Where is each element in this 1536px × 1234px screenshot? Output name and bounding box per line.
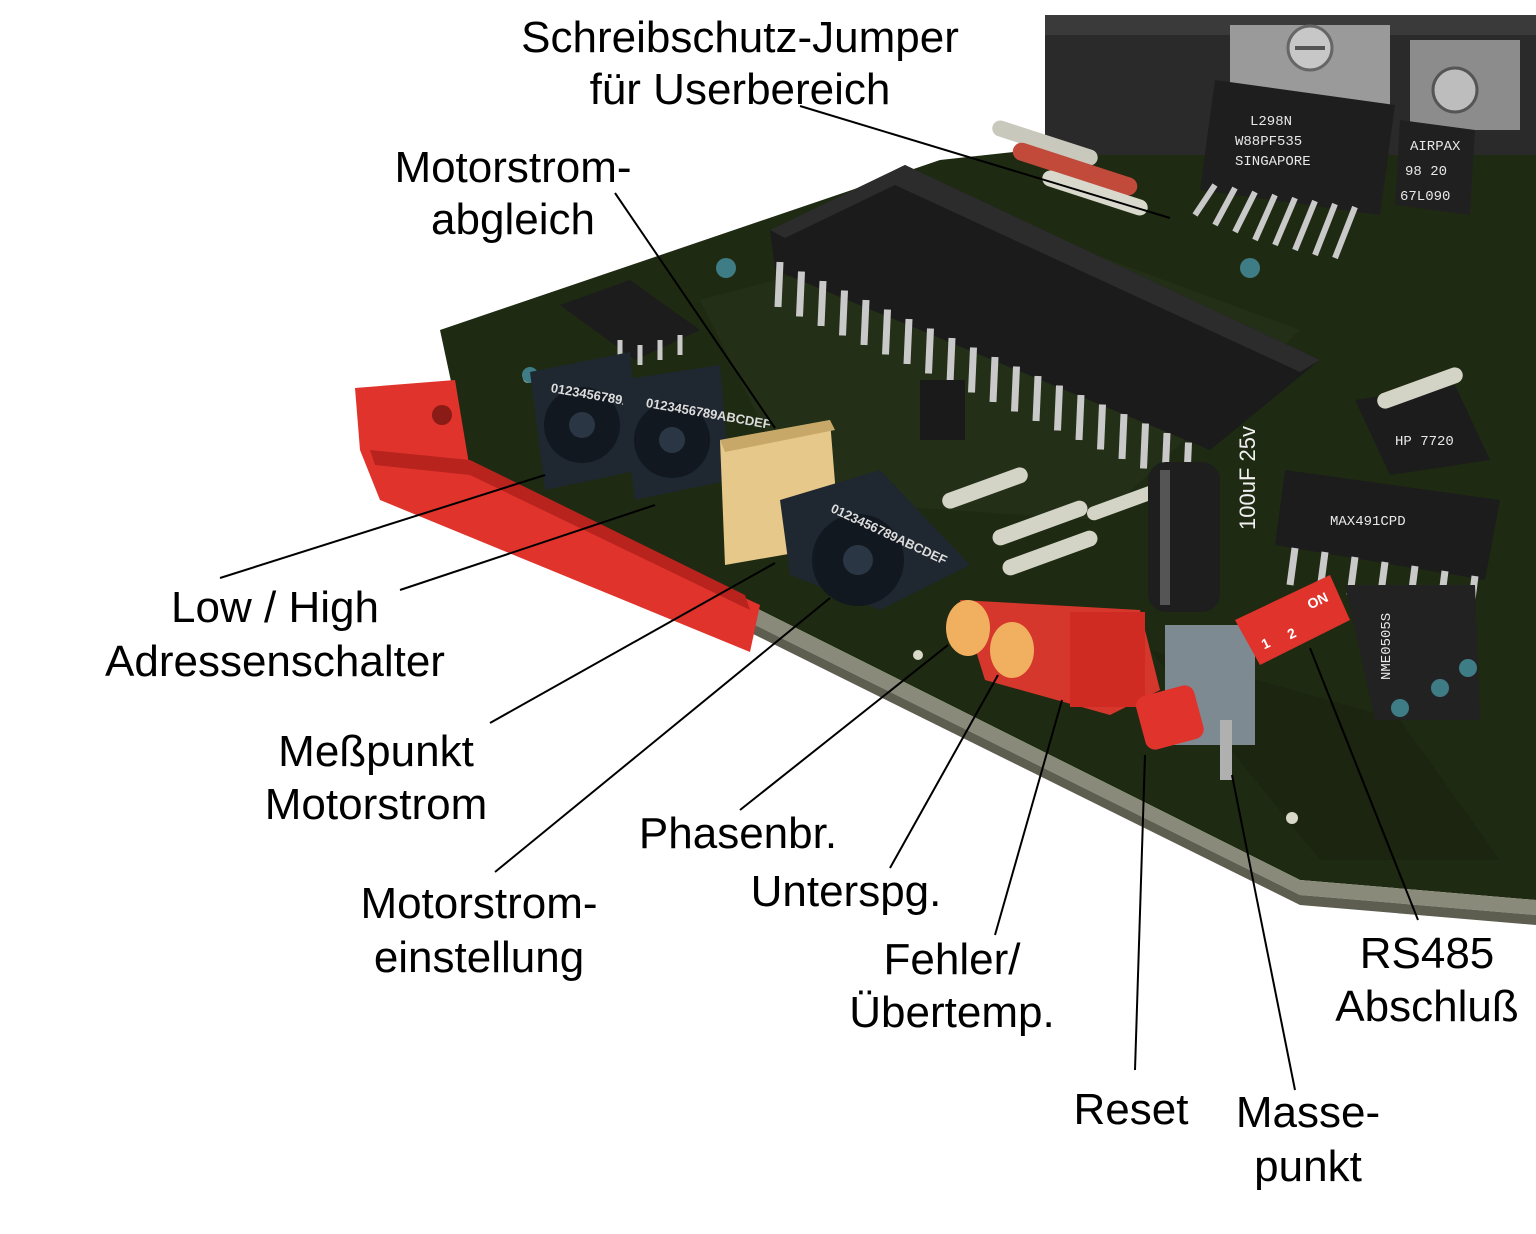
ic-pin xyxy=(903,318,913,365)
ic-pin xyxy=(1032,375,1042,422)
led-fehler xyxy=(1070,612,1145,707)
label-unterspg: Unterspg. xyxy=(751,867,942,916)
leader-masse xyxy=(1231,774,1296,1091)
label-rs485-2: Abschluß xyxy=(1335,982,1518,1031)
label-masse-1: Masse- xyxy=(1236,1088,1380,1137)
label-einstellung-2: einstellung xyxy=(374,933,584,982)
relay-airpax: AIRPAX 98 20 67L090 xyxy=(1395,120,1475,215)
reset-toggle[interactable] xyxy=(1134,625,1255,752)
ic-pin xyxy=(989,356,999,403)
label-fehler-1: Fehler/ xyxy=(884,935,1022,984)
leader-einstellung xyxy=(494,597,831,873)
ic-pin xyxy=(1011,366,1020,412)
led-block xyxy=(946,600,1160,715)
hp-chip-label: HP 7720 xyxy=(1395,434,1454,450)
led-unterspg xyxy=(990,622,1034,678)
ic-pin xyxy=(925,328,934,374)
leader-adressen-low xyxy=(219,474,546,579)
airpax-label-3: 67L090 xyxy=(1400,189,1450,205)
label-adressen-2: Adressenschalter xyxy=(105,637,445,686)
leader-rs485 xyxy=(1309,647,1419,921)
leader-adressen-high xyxy=(399,504,656,591)
ic-pin xyxy=(774,261,784,308)
label-rs485-1: RS485 xyxy=(1360,929,1495,978)
leader-abgleich xyxy=(614,192,776,429)
ic-pin xyxy=(1118,413,1128,460)
leader-unterspg xyxy=(889,674,999,869)
leader-schreibschutz xyxy=(799,105,1171,219)
max-chip-label: MAX491CPD xyxy=(1330,514,1406,530)
rotary-switch-high: 0123456789ABCDEF xyxy=(620,365,772,500)
ic-pin xyxy=(796,271,805,317)
airpax-label-1: AIRPAX xyxy=(1410,139,1461,155)
dcdc-label: NME0505S xyxy=(1379,613,1395,680)
main-ic xyxy=(770,165,1320,488)
label-einstellung-1: Motorstrom- xyxy=(360,879,597,928)
ic-pin xyxy=(817,280,827,327)
ic-pin xyxy=(860,299,870,346)
ic-pin xyxy=(946,337,956,384)
transistor xyxy=(920,380,965,440)
card-ejector xyxy=(355,380,760,652)
ceramic-caps xyxy=(522,258,1477,717)
label-adressen-1: Low / High xyxy=(171,583,379,632)
ic-pin xyxy=(882,309,891,355)
leader-lines xyxy=(219,105,1419,1091)
l298n-label-1: L298N xyxy=(1250,114,1292,130)
capacitor-label: 100uF 25v xyxy=(1235,426,1260,530)
label-abgleich-2: abgleich xyxy=(431,195,595,244)
led-phasenbr xyxy=(946,600,990,656)
ic-pin xyxy=(1054,385,1063,431)
leader-reset xyxy=(1134,754,1146,1071)
airpax-label-2: 98 20 xyxy=(1405,164,1447,180)
ground-pin xyxy=(1220,720,1232,780)
rs485-dip-switch[interactable]: ON 1 2 xyxy=(1235,575,1350,665)
ic-pin xyxy=(1140,423,1149,469)
label-phasenbr: Phasenbr. xyxy=(639,809,837,858)
label-messpunkt-2: Motorstrom xyxy=(265,780,487,829)
ic-pin xyxy=(839,290,848,336)
l298n-label-2: W88PF535 xyxy=(1235,134,1302,150)
heatsink xyxy=(1045,15,1536,155)
label-abgleich-1: Motorstrom- xyxy=(394,143,631,192)
leader-phasenbr xyxy=(739,644,949,811)
label-schreibschutz-2: für Userbereich xyxy=(590,65,891,114)
label-fehler-2: Übertemp. xyxy=(849,988,1054,1037)
ic-pin xyxy=(1075,394,1085,441)
ic-pin xyxy=(968,347,977,393)
leader-messpunkt xyxy=(489,562,776,724)
label-masse-2: punkt xyxy=(1254,1142,1362,1191)
leader-fehler xyxy=(994,699,1063,936)
label-reset: Reset xyxy=(1074,1085,1189,1134)
electrolytic-capacitor: 100uF 25v xyxy=(1148,426,1260,612)
ic-pin xyxy=(1097,404,1106,450)
label-messpunkt-1: Meßpunkt xyxy=(278,727,474,776)
label-schreibschutz-1: Schreibschutz-Jumper xyxy=(521,13,959,62)
callout-labels: Schreibschutz-Jumper für Userbereich Mot… xyxy=(105,13,1519,1191)
reset-lever[interactable] xyxy=(1134,683,1206,752)
l298n-label-3: SINGAPORE xyxy=(1235,154,1311,170)
resistors-middle xyxy=(942,367,1463,576)
regulator-l298n: L298N W88PF535 SINGAPORE xyxy=(1192,80,1395,260)
